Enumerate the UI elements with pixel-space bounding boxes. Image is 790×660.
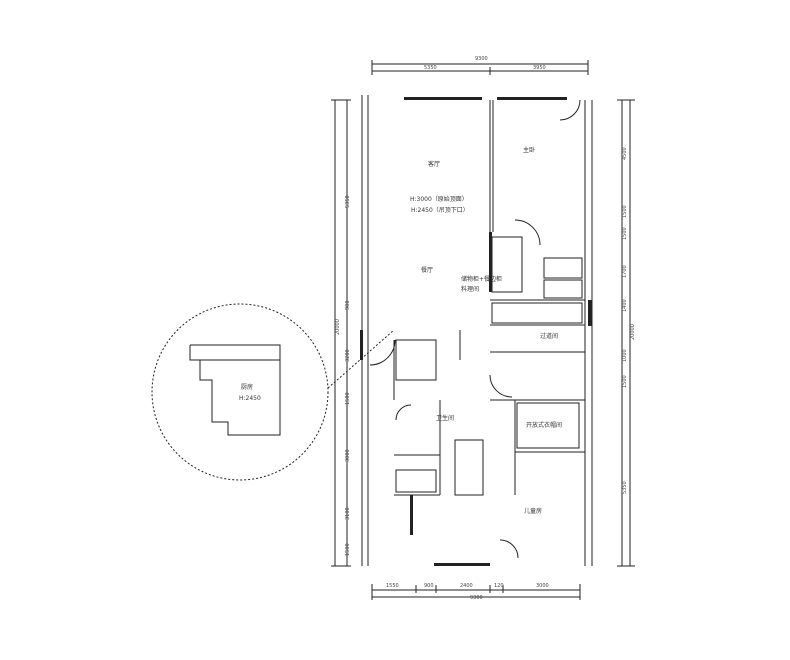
storage-cabinet [491,302,583,324]
bath-counter [395,469,437,493]
dim-top-right: 3950 [533,65,546,71]
door-swing [369,339,396,366]
dim-left-2: 900 [345,300,351,310]
room-label-open-wardrobe: 开放式衣帽间 [526,422,563,429]
dim-left-1: 5350 [345,195,351,208]
wall-thick [360,330,363,360]
partition-wall-thick [489,232,492,292]
door-swing [395,404,412,421]
dim-right-7: 1000 [622,349,628,362]
kitchen-height: H:2450 [239,395,261,402]
dim-right-2: 1500 [622,205,628,218]
room-label-bath: 卫生间 [436,415,455,422]
dim-right-8: 1500 [622,375,628,388]
dim-left-outer: 20000 [335,319,341,335]
detail-leader [327,329,395,389]
room-label-master: 主卧 [523,147,536,154]
window-wall [434,563,490,566]
room-label-kitchen: 厨房 [241,384,254,391]
ceiling-height-original: H:3000（原始顶面） [410,196,468,203]
room-label-dining: 餐厅 [421,267,434,274]
dim-right-4: 1700 [622,265,628,278]
kitchen-detail-circle [151,303,329,481]
door-swing [559,99,581,121]
kitchen-inset-outline [189,344,281,436]
dim-right-5: 1400 [622,299,628,312]
open-wardrobe-cabinet [516,402,580,449]
closet-cabinet [454,439,484,496]
dim-right-6: 20000 [630,324,636,340]
bathroom-box [491,236,523,293]
dim-right-1: 4500 [622,147,628,160]
dim-left-4: 1500 [345,392,351,405]
dim-right-3: 1500 [622,227,628,240]
bath-vanity [543,279,583,299]
dim-bottom-2: 900 [424,583,434,589]
room-label-storage-2: 料理间 [461,286,480,293]
dim-bottom-3: 2400 [460,583,473,589]
door-swing [514,219,541,246]
bathtub [543,257,583,279]
door-swing [499,539,519,559]
dim-left-6: 3100 [345,507,351,520]
dim-right-9: 5350 [622,481,628,494]
window-wall [497,97,567,100]
wall-thick [588,300,592,326]
dim-bottom-4: 120 [494,583,504,589]
room-label-walkway: 过道间 [540,333,559,340]
dim-left-3: 3200 [345,349,351,362]
room-label-storage: 储物柜+餐边柜 [461,276,503,283]
dim-left-7: 1500 [345,543,351,556]
room-label-kids: 儿童房 [524,508,543,515]
window-wall [404,97,482,100]
kitchen-counter [395,339,437,381]
dim-left-5: 3000 [345,449,351,462]
dim-top-left: 5350 [424,65,437,71]
room-label-living: 客厅 [428,161,441,168]
dim-top-total: 9300 [475,56,488,62]
dim-bottom-5: 3000 [536,583,549,589]
ceiling-height-suspended: H:2450（吊顶下口） [411,207,469,214]
window-wall [410,495,413,535]
dim-bottom-total: 9300 [470,595,483,601]
door-swing [489,374,513,398]
dim-bottom-1: 1550 [386,583,399,589]
